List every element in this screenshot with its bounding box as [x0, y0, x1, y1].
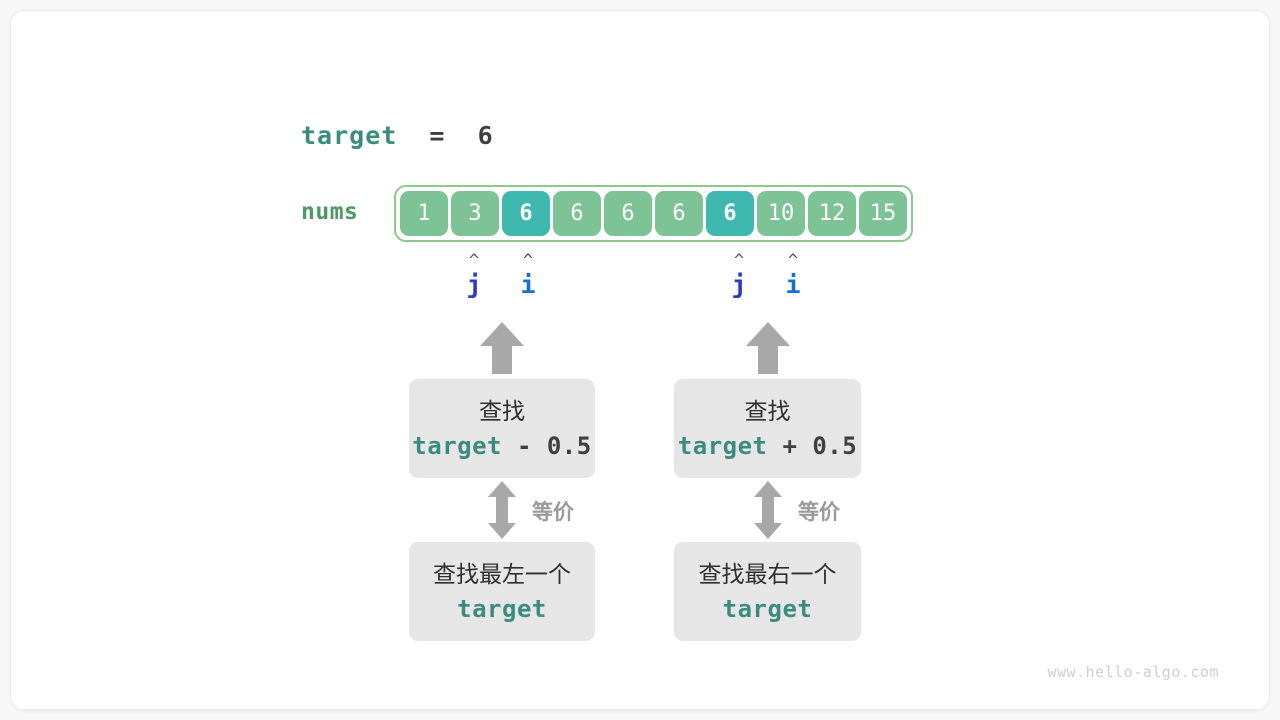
box-line-chazhao: 查找 — [744, 398, 791, 425]
array-cell-2[interactable]: 6 — [502, 191, 550, 236]
equivalence-label-left: 等价 — [532, 500, 574, 524]
array-cell-1[interactable]: 3 — [451, 191, 499, 236]
array-cell-0[interactable]: 1 — [400, 191, 448, 236]
arrow-up-down-icon — [488, 481, 516, 539]
pointer-label-i: i — [785, 270, 801, 299]
target-token: target — [677, 431, 768, 460]
box-line-description: 查找最左一个 — [433, 561, 571, 588]
target-token: target — [457, 594, 547, 623]
pointer-i-left: ^ i — [513, 252, 543, 300]
equivalence-arrow-left — [488, 481, 516, 543]
caret-icon: ^ — [787, 251, 799, 271]
box-search-rightmost-target[interactable]: 查找最右一个 target — [674, 542, 861, 641]
pointer-label-i: i — [520, 270, 536, 299]
equals-operator: = — [429, 121, 446, 150]
up-arrow-right — [746, 322, 790, 378]
array-cell-4[interactable]: 6 — [604, 191, 652, 236]
array-cell-9[interactable]: 15 — [859, 191, 907, 236]
pointer-label-j: j — [466, 270, 482, 299]
nums-label: nums — [301, 199, 359, 225]
watermark: www.hello-algo.com — [1047, 663, 1219, 681]
pointer-j-right: ^ j — [724, 252, 754, 300]
target-offset: - 0.5 — [502, 431, 592, 460]
box-expression: target + 0.5 — [678, 429, 857, 463]
target-token: target — [412, 431, 502, 460]
target-expression: target = 6 — [301, 121, 494, 150]
caret-icon: ^ — [522, 251, 534, 271]
array-cell-3[interactable]: 6 — [553, 191, 601, 236]
arrow-up-down-icon — [754, 481, 782, 539]
target-keyword: target — [301, 121, 398, 150]
pointer-label-j: j — [731, 270, 747, 299]
target-value: 6 — [477, 121, 494, 150]
box-search-target-minus[interactable]: 查找 target - 0.5 — [409, 379, 595, 478]
up-arrow-left — [480, 322, 524, 378]
nums-array: 1 3 6 6 6 6 6 10 12 15 — [394, 185, 913, 242]
diagram-card: target = 6 nums 1 3 6 6 6 6 6 10 12 15 ^… — [10, 10, 1270, 710]
array-cell-5[interactable]: 6 — [655, 191, 703, 236]
arrow-up-icon — [746, 322, 790, 374]
array-cell-6[interactable]: 6 — [706, 191, 754, 236]
caret-icon: ^ — [733, 251, 745, 271]
array-cell-8[interactable]: 12 — [808, 191, 856, 236]
box-line-description: 查找最右一个 — [698, 561, 837, 588]
arrow-up-icon — [480, 322, 524, 374]
caret-icon: ^ — [468, 251, 480, 271]
box-line-chazhao: 查找 — [479, 398, 525, 425]
box-search-target-plus[interactable]: 查找 target + 0.5 — [674, 379, 861, 478]
box-expression: target - 0.5 — [412, 429, 591, 463]
equivalence-arrow-right — [754, 481, 782, 543]
pointer-i-right: ^ i — [778, 252, 808, 300]
target-token: target — [722, 594, 813, 623]
array-cell-7[interactable]: 10 — [757, 191, 805, 236]
pointer-j-left: ^ j — [459, 252, 489, 300]
target-offset: + 0.5 — [767, 431, 858, 460]
equivalence-label-right: 等价 — [798, 500, 840, 524]
box-search-leftmost-target[interactable]: 查找最左一个 target — [409, 542, 595, 641]
